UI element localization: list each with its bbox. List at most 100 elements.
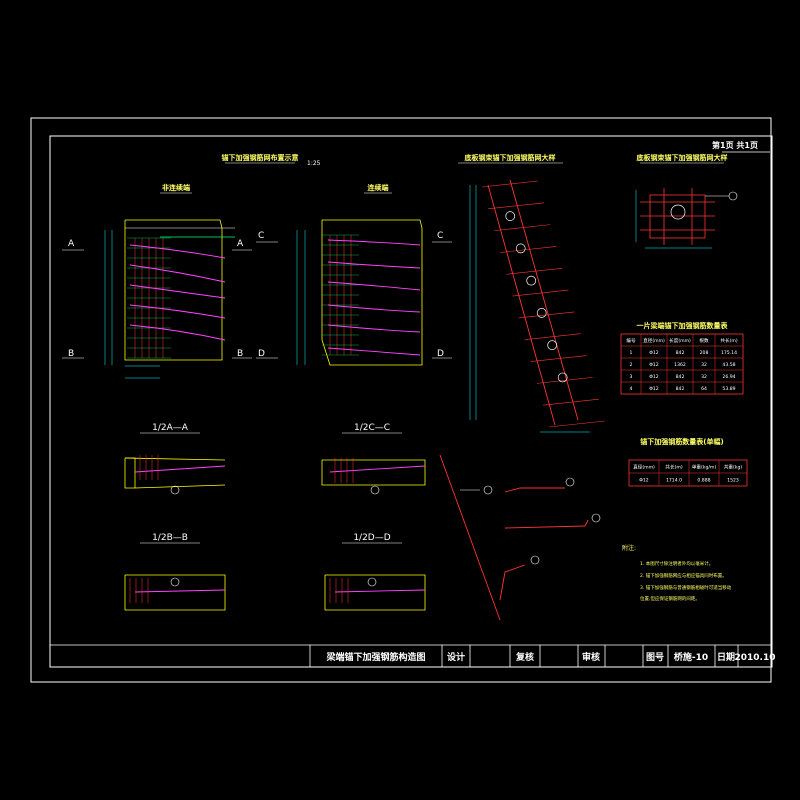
section-d-callout: [367, 577, 377, 587]
table-cell: 208: [700, 350, 709, 356]
incl-cross-bar: [494, 224, 551, 231]
table-cell: 32: [701, 374, 707, 380]
table-cell: 175.14: [721, 350, 737, 356]
incl-rail-left: [487, 184, 556, 426]
table-cell: 842: [676, 350, 685, 356]
right-tendon-4: [327, 304, 421, 313]
title-block: 梁端锚下加强钢筋构造图 设计 复核 审核 图号 桥施-10 日期 2010.10: [50, 644, 776, 667]
table-cell: Φ12: [639, 477, 649, 483]
table2-title: 锚下加强钢筋数量表(单幅): [640, 437, 723, 446]
right-tendon-3: [327, 281, 421, 291]
table-header-cell: 单重(kg/m): [692, 463, 717, 470]
notes-block: 附注: 1. 本图尺寸除注明者外均以毫米计。 2. 锚下加强钢筋网应与相应锚具同…: [622, 544, 732, 602]
incl-cross-bar: [512, 289, 569, 297]
section-a-callout: [170, 485, 180, 495]
tb-date-label: 日期: [717, 651, 735, 663]
tb-design: 设计: [447, 651, 465, 663]
incl-duct: [505, 211, 516, 221]
shape-2-callout: [565, 477, 575, 487]
table-cell: 1714.0: [666, 477, 682, 483]
table-cell: 842: [676, 374, 685, 380]
incl-cross-bar: [524, 333, 581, 341]
incl-cross-bar: [530, 355, 587, 362]
section-c-label: 1/2C—C: [354, 423, 390, 433]
section-a-outline: [124, 457, 136, 489]
marker-c-left: C: [258, 231, 264, 241]
outer-frame: [30, 117, 772, 683]
section-b-tendon: [134, 589, 226, 593]
shape-1-bar: [439, 454, 501, 621]
note-2: 2. 锚下加强钢筋网应与相应锚具同时布置。: [640, 572, 727, 579]
left-tendon-3: [129, 284, 226, 299]
tb-date: 2010.10: [735, 653, 776, 663]
section-b-label: 1/2B—B: [152, 533, 188, 543]
left-view-label: 非连续端: [162, 183, 190, 192]
right-tendon-1: [327, 239, 421, 246]
table-border: [620, 333, 744, 395]
marker-c-right: C: [437, 231, 443, 241]
tb-review: 复核: [515, 651, 534, 663]
incl-cross-bar: [506, 267, 563, 275]
section-a-label: 1/2A—A: [152, 423, 189, 433]
incl-cross-bar: [481, 180, 539, 188]
section-a: 1/2A—A: [124, 423, 226, 495]
marker-b-left: B: [68, 349, 74, 359]
incl-cross-bar: [518, 311, 575, 319]
table-header-cell: 直径(mm): [643, 337, 665, 344]
shape-3-callout: [591, 513, 601, 523]
table-header-cell: 共长(m): [665, 463, 682, 470]
left-elevation: A B A B: [62, 219, 252, 379]
bm-duct: [670, 204, 686, 220]
table-cell: 3: [630, 374, 633, 380]
marker-a-left: A: [68, 239, 75, 249]
quantity-table-2: 锚下加强钢筋数量表(单幅) 直径(mm)共长(m)单重(kg/m)共重(kg)Φ…: [628, 437, 748, 487]
incl-cross-bar: [488, 202, 545, 210]
table-cell: Φ12: [649, 386, 659, 392]
left-anchor-mesh: [127, 237, 171, 359]
table1-title: 一片梁端锚下加强钢筋数量表: [637, 321, 729, 330]
note-1: 1. 本图尺寸除注明者外均以毫米计。: [640, 560, 713, 567]
table-cell: 1: [630, 350, 633, 356]
right-elevation: C D C D: [256, 219, 452, 366]
note-4: 位置,但应保证钢筋网的间距。: [640, 595, 700, 602]
incl-duct: [557, 372, 568, 383]
bm-callout: [728, 191, 738, 201]
right-tendon-5: [327, 324, 421, 333]
section-d-label: 1/2D—D: [353, 533, 390, 543]
section-meshes: [129, 455, 354, 603]
section-d: 1/2D—D: [324, 533, 426, 611]
shape-1-callout: [483, 485, 493, 495]
table-cell: 53.89: [722, 386, 735, 392]
shape-4-bar: [499, 564, 526, 601]
right-beam-outline: [321, 219, 423, 366]
section-b-callout: [170, 577, 180, 587]
table-header-cell: 根数: [699, 337, 709, 344]
tb-drawing-title: 梁端锚下加强钢筋构造图: [325, 651, 425, 663]
incl-cross-bar: [542, 398, 599, 406]
page-label: 第1页 共1页: [712, 140, 758, 150]
tb-no-label: 图号: [646, 652, 664, 663]
right-anchor-mesh: [322, 234, 359, 356]
tb-no: 桥施-10: [674, 651, 708, 663]
left-tendon-5: [129, 324, 226, 341]
incl-duct: [515, 243, 526, 254]
incl-duct: [536, 308, 547, 318]
table-header-cell: 直径(mm): [633, 463, 655, 470]
section-c-callout: [370, 485, 380, 495]
bottom-mesh-detail: [635, 188, 738, 249]
bottom-mesh-title: 底板钢束锚下加强钢筋网大样: [637, 153, 728, 162]
incl-duct: [526, 275, 537, 286]
table-cell: 842: [676, 386, 685, 392]
right-view-label: 连续端: [368, 183, 389, 192]
section-d-tendon: [334, 589, 426, 593]
table-cell: Φ12: [649, 350, 659, 356]
section-a-tendon: [134, 465, 226, 473]
left-tendon-2: [129, 264, 226, 283]
mesh-title: 底板钢束锚下加强钢筋网大样: [465, 153, 556, 162]
table-cell: 64: [701, 386, 707, 392]
rebar-shapes: [439, 454, 601, 621]
marker-d-left: D: [258, 349, 265, 359]
